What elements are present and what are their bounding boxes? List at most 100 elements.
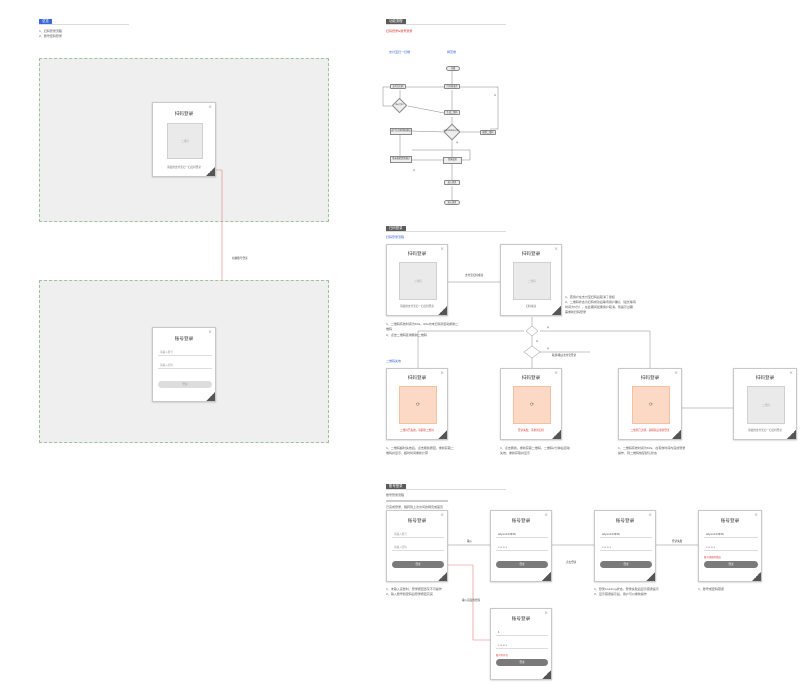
flow-verify: 登录校验是否通过 [390, 156, 412, 163]
account-input[interactable]: aliyun123456 [704, 532, 758, 538]
account-input[interactable]: aliyun123456 [600, 532, 652, 538]
error-message: 账号不存在 [496, 654, 508, 657]
close-icon[interactable]: × [789, 370, 793, 376]
divider [386, 489, 506, 490]
acct-card-filled: 账号登录 × aliyun123456 •••••• 登录 [490, 510, 552, 582]
close-icon[interactable]: × [544, 610, 548, 616]
qr-no: 否 [536, 341, 538, 343]
arrow-label: 支付宝扫码成功 [465, 274, 484, 277]
close-icon[interactable]: × [554, 370, 558, 376]
account-login-card: 账号登录 × 请输入账号 请输入密码 登录 [152, 327, 216, 402]
qr-note: 1、若用户在支付宝扫码后取消了授权 [565, 295, 615, 299]
refresh-icon[interactable]: ⟳ [399, 386, 437, 424]
password-input[interactable]: •••••• [496, 545, 548, 551]
login-button[interactable]: 登录 [496, 659, 548, 666]
refresh-icon[interactable]: ⟳ [513, 386, 551, 424]
acct-tag: 账号登录 [386, 484, 406, 489]
close-icon[interactable]: × [208, 329, 212, 335]
acct-note: 1、账号或密码错误 [698, 587, 724, 591]
card-title: 扫码登录 [174, 112, 194, 117]
flow-no: 否 [413, 170, 415, 172]
error-message: 账号或密码错误 [704, 556, 721, 559]
qr-note: 2、二维码状态为扫码成功后等待用户确认（最长等待 [565, 300, 636, 304]
flow-auth: 支付宝扫码授权确认 [390, 128, 412, 135]
close-icon[interactable]: × [208, 104, 212, 110]
account-input[interactable]: 1 [496, 630, 548, 636]
refresh-icon[interactable]: ⟳ [632, 386, 670, 424]
password-input[interactable]: 请输入密码 [158, 363, 212, 369]
close-icon[interactable]: × [674, 370, 678, 376]
qr-hint: 请使用支付宝扫一扫扫码登录 [400, 305, 434, 308]
qr-hint: 请使用支付宝扫一扫扫码登录 [167, 166, 201, 169]
arrow-label: 点击登录 [566, 561, 577, 564]
account-input[interactable]: 请输入账号 [158, 350, 212, 356]
acct-card-empty: 账号登录 × 请输入账号 请输入密码 登录 [386, 510, 448, 582]
close-icon[interactable]: × [440, 512, 444, 518]
acct-card-notfound: 账号登录 × 1 •••••• 账号不存在 登录 [490, 608, 552, 680]
flow-check: 是否扫码成功/过期？ [443, 130, 461, 132]
password-input[interactable]: •••••• [600, 545, 652, 551]
qr-code[interactable]: 二维码 [399, 262, 437, 300]
close-icon[interactable]: × [754, 512, 758, 518]
flow-refresh: 刷新二维码 [480, 130, 496, 135]
login-button[interactable]: 登录 [704, 561, 758, 568]
card-title: 账号登录 [720, 519, 740, 524]
arrow-label: 输入 [467, 540, 473, 543]
corner-fold-icon [438, 430, 447, 439]
qr-card-default: 扫码登录 × 二维码 请使用支付宝扫一扫扫码登录 [386, 244, 448, 316]
password-input[interactable]: •••••• [496, 643, 548, 649]
close-icon[interactable]: × [648, 512, 652, 518]
arrow-label: 登录失败 [672, 540, 683, 543]
arrow-label: 输入错误的密码 [462, 599, 481, 602]
corner-fold-icon [646, 572, 655, 581]
close-icon[interactable]: × [554, 246, 558, 252]
corner-fold-icon [438, 572, 447, 581]
login-button[interactable]: 登录 [496, 561, 548, 568]
qr-hint: 请使用支付宝扫一扫扫码登录 [748, 429, 782, 432]
qr-code[interactable]: 二维码 [747, 386, 785, 424]
lane-label: 支付宝扫一扫端 [389, 50, 411, 54]
flow-home: 进入首页 [444, 180, 460, 185]
password-input[interactable]: 请输入密码 [392, 545, 444, 551]
card-title: 扫码登录 [521, 376, 541, 381]
qr-note: 需重新扫码登录 [565, 310, 587, 314]
corner-fold-icon [752, 572, 761, 581]
overview-tag: 总览 [39, 19, 52, 24]
login-button[interactable]: 登录 [392, 561, 444, 568]
login-button[interactable]: 登录 [158, 381, 212, 388]
qr-card-scanned: 扫码登录 × 二维码 扫码成功 [500, 244, 562, 316]
flow-tag: 功能流程 [386, 19, 406, 24]
flow-note: 扫码登录&账号登录 [386, 29, 413, 33]
flow-end: 进入首页 [444, 200, 460, 205]
flow-start: 开始 [446, 66, 460, 71]
overview-item: 2、账号密码登录 [39, 34, 62, 38]
close-icon[interactable]: × [440, 370, 444, 376]
flow-login-ok: 登录成功 [443, 157, 462, 164]
login-button[interactable]: 登录 [600, 561, 652, 568]
qr-card-cancelled: 扫码登录 × ⟳ 二维码已过期，请刷新后重新登录 [618, 368, 682, 440]
flow-confirm: 确认登录？ [395, 104, 405, 106]
acct-note: 1、登录Loading状态，登录失败后显示错误提示 [594, 587, 659, 591]
account-input[interactable]: 请输入账号 [392, 532, 444, 538]
acct-card-error: 账号登录 × aliyun123456 •••••• 账号或密码错误 登录 [698, 510, 762, 582]
corner-fold-icon [206, 167, 215, 176]
overview-item: 1、扫码登录流程 [39, 29, 62, 33]
card-title: 扫码登录 [407, 376, 427, 381]
close-icon[interactable]: × [544, 512, 548, 518]
flow-scan: 支付宝扫码 [390, 84, 406, 89]
password-input[interactable]: •••••• [704, 545, 758, 551]
card-title: 账号登录 [615, 519, 635, 524]
expired-label: 二维码失效 [386, 359, 402, 363]
qr-code[interactable]: 二维码 [513, 262, 551, 300]
corner-fold-icon [542, 572, 551, 581]
qr-subtitle: 扫码登录流程 [386, 235, 405, 239]
flow-yes: 是 [456, 142, 458, 144]
qr-note: 1、二维码有效时间为60s，60s内未扫码则自动刷新二 [386, 322, 459, 326]
divider [386, 231, 506, 232]
close-icon[interactable]: × [440, 246, 444, 252]
card-title: 账号登录 [511, 519, 531, 524]
qr-code[interactable]: 二维码 [167, 123, 203, 159]
account-input[interactable]: aliyun123456 [496, 532, 548, 538]
